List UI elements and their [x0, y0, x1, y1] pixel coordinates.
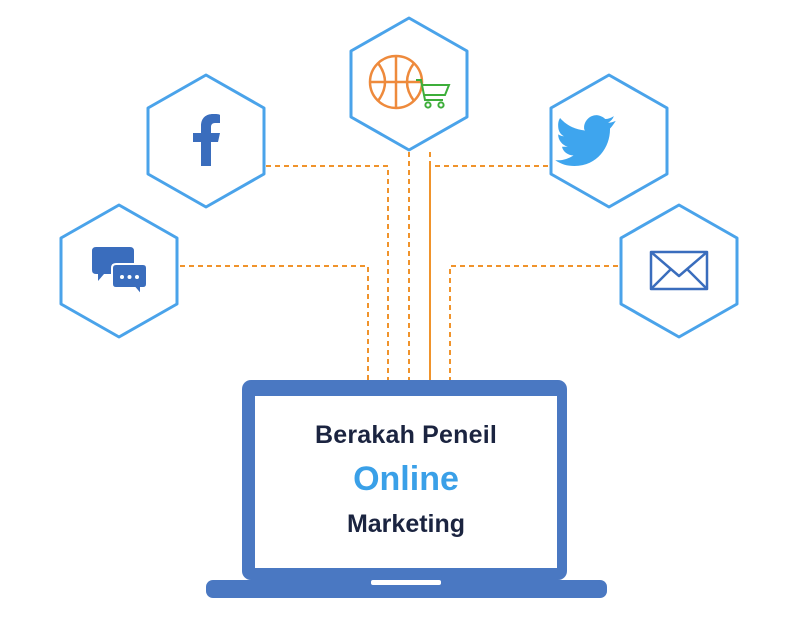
laptop-screen [255, 396, 557, 568]
basketball-icon [368, 54, 424, 110]
connector-facebook [266, 165, 389, 380]
envelope-icon [649, 250, 709, 291]
laptop-base [206, 580, 607, 598]
laptop-trackpad-notch [371, 580, 441, 585]
laptop-title-line1: Berakah Peneil [314, 421, 498, 449]
hexagons [59, 16, 739, 339]
hexagon-twitter [549, 73, 669, 209]
basketball-shopping-cart-icon [368, 54, 451, 110]
twitter-bird-icon [555, 115, 616, 166]
connector-twitter [429, 165, 548, 380]
connector-email [449, 265, 618, 380]
shopping-cart-icon [416, 79, 451, 109]
connectors [180, 152, 618, 380]
laptop-title-line2: Online [353, 460, 459, 498]
hexagon-shop [349, 16, 469, 152]
chat-bubbles-icon [92, 247, 148, 298]
laptop-title-line3: Marketing [346, 510, 466, 538]
hexagon-email [619, 203, 739, 339]
connector-chat [180, 265, 369, 380]
facebook-icon [193, 114, 220, 166]
laptop [206, 380, 607, 598]
